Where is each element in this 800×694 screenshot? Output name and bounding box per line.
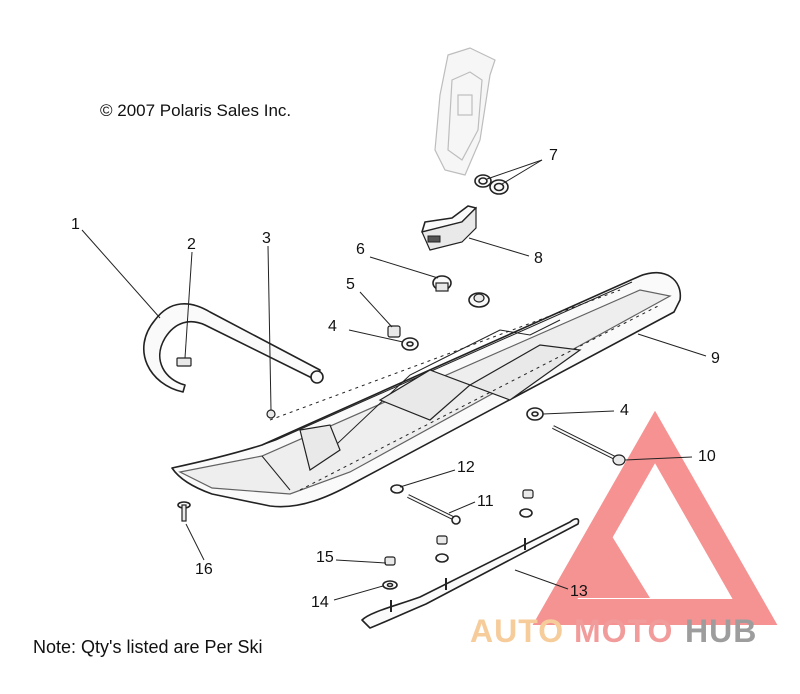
callout-12: 12 xyxy=(457,459,475,476)
part-16-rivet xyxy=(177,501,191,522)
callout-4-upper: 4 xyxy=(328,318,337,335)
part-4-washer-right xyxy=(526,407,544,421)
part-7-bushings xyxy=(474,174,509,195)
part-8-bracket xyxy=(421,205,477,251)
part-15-nuts xyxy=(384,489,534,566)
part-13-wear-rod xyxy=(361,518,580,629)
watermark-moto: MOTO xyxy=(574,613,673,649)
callout-9: 9 xyxy=(711,350,720,367)
callout-15: 15 xyxy=(316,549,334,566)
note-text: Note: Qty's listed are Per Ski xyxy=(33,637,263,657)
callout-16: 16 xyxy=(195,561,213,578)
part-5-nut xyxy=(387,325,401,338)
part-10-pin xyxy=(552,425,626,466)
watermark-triangle xyxy=(532,410,778,625)
callout-10: 10 xyxy=(698,448,716,465)
callout-8: 8 xyxy=(534,250,543,267)
watermark-auto: AUTO xyxy=(470,613,564,649)
part-14-washer xyxy=(382,580,398,590)
callout-6: 6 xyxy=(356,241,365,258)
part-4-washer-upper xyxy=(401,337,419,351)
watermark-hub: HUB xyxy=(685,613,757,649)
watermark-logo: AUTO MOTO HUB xyxy=(470,410,778,649)
copyright-text: © 2007 Polaris Sales Inc. xyxy=(100,101,292,120)
part-1-handle xyxy=(143,303,324,393)
callout-7: 7 xyxy=(549,147,558,164)
part-11-bolt xyxy=(407,494,461,525)
spindle-ghost xyxy=(434,47,496,176)
part-6-bolt xyxy=(432,275,452,292)
callout-3: 3 xyxy=(262,230,271,247)
callout-14: 14 xyxy=(311,594,329,611)
callout-4-right: 4 xyxy=(620,402,629,419)
leader-lines xyxy=(81,159,707,601)
callout-13: 13 xyxy=(570,583,588,600)
callout-2: 2 xyxy=(187,236,196,253)
part-9-ski xyxy=(171,271,682,508)
part-2-clip xyxy=(176,357,192,367)
callout-11: 11 xyxy=(477,493,494,510)
callout-1: 1 xyxy=(71,216,80,233)
callout-numbers: 1 2 3 4 5 6 7 8 9 10 11 12 13 14 15 16 4 xyxy=(71,147,720,611)
callout-5: 5 xyxy=(346,276,355,293)
part-6-flanged-nut xyxy=(468,292,490,308)
watermark-inner-shape xyxy=(560,520,650,598)
part-3-screw xyxy=(266,409,276,419)
